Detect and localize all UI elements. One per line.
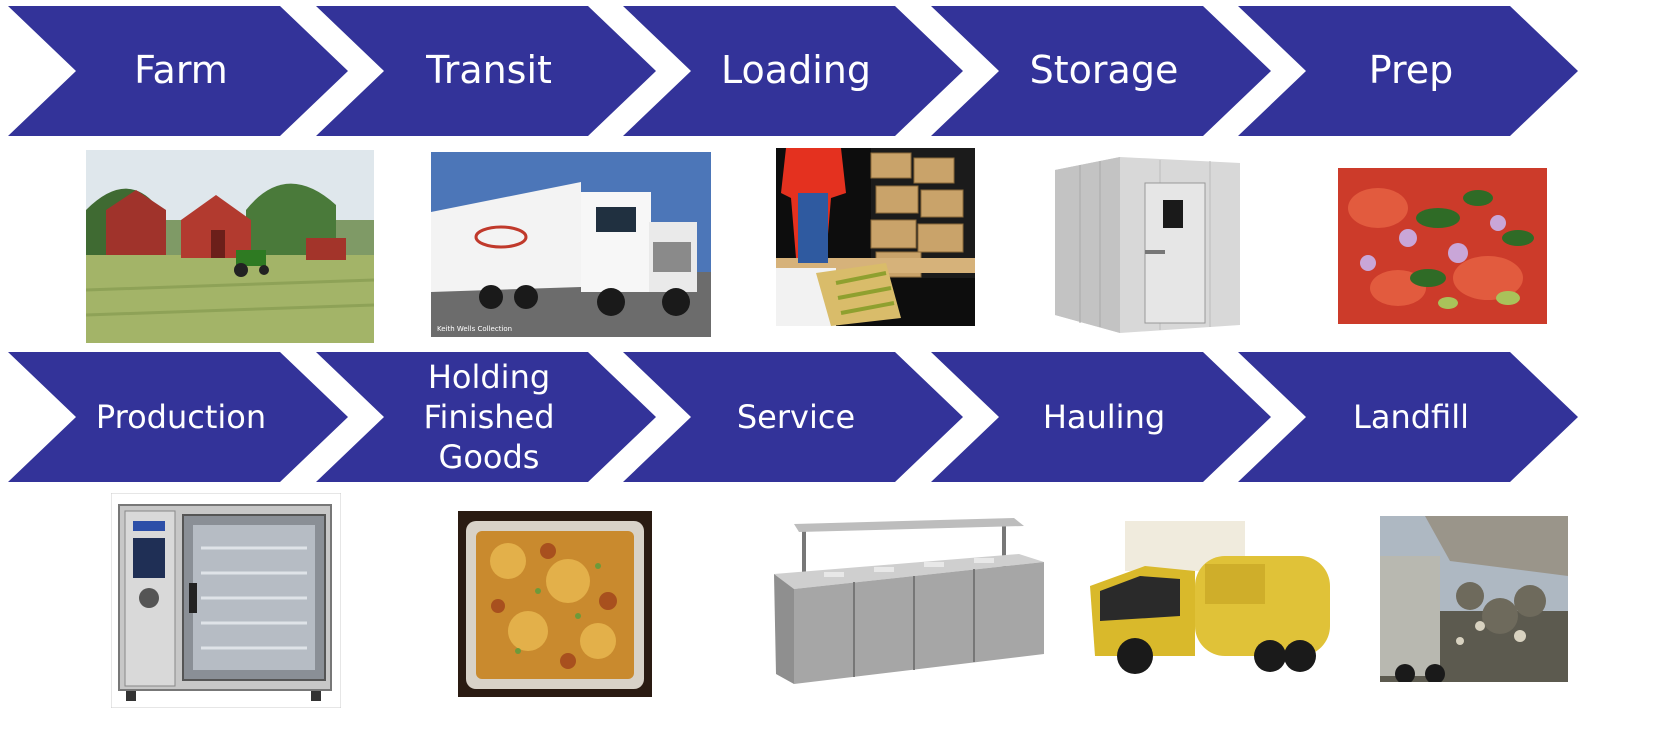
chevron-label-landfill: Landfill <box>1353 398 1469 436</box>
hauling-truck-photo <box>1085 516 1335 681</box>
transit-truck-photo: Keith Wells Collection <box>431 152 711 337</box>
chevron-label-production: Production <box>95 398 267 436</box>
chevron-label-line: Finished <box>423 398 555 436</box>
chevron-holding-finished-goods: Holding Finished Goods <box>316 352 656 482</box>
chevron-production: Production <box>8 352 348 482</box>
loading-photo <box>776 148 975 326</box>
service-buffet-photo <box>764 514 1048 692</box>
chevron-service: Service <box>623 352 963 482</box>
chevron-label-farm: Farm <box>134 48 228 93</box>
chevron-prep: Prep <box>1238 6 1578 136</box>
chevron-label-holding-finished-goods: Holding Finished Goods <box>417 357 554 477</box>
chevron-storage: Storage <box>931 6 1271 136</box>
farm-photo <box>86 150 374 343</box>
chevron-farm: Farm <box>8 6 348 136</box>
chevron-label-prep: Prep <box>1368 48 1454 93</box>
chevron-landfill: Landfill <box>1238 352 1578 482</box>
photo-credit: Keith Wells Collection <box>437 325 512 333</box>
prep-salad-photo <box>1338 168 1547 324</box>
chevron-transit: Transit <box>316 6 656 136</box>
chevron-label-storage: Storage <box>1029 48 1179 93</box>
landfill-photo <box>1380 516 1568 682</box>
chevron-label-hauling: Hauling <box>1042 398 1166 436</box>
lasagna-photo <box>458 511 652 697</box>
chevron-label-line: Holding <box>427 358 551 396</box>
combi-oven-photo <box>111 493 341 708</box>
chevron-label-loading: Loading <box>721 48 871 93</box>
chevron-loading: Loading <box>623 6 963 136</box>
chevron-label-transit: Transit <box>426 48 552 93</box>
chevron-label-line: Goods <box>438 438 540 476</box>
walk-in-cooler-photo <box>1050 155 1240 335</box>
chevron-label-service: Service <box>736 398 856 436</box>
chevron-hauling: Hauling <box>931 352 1271 482</box>
